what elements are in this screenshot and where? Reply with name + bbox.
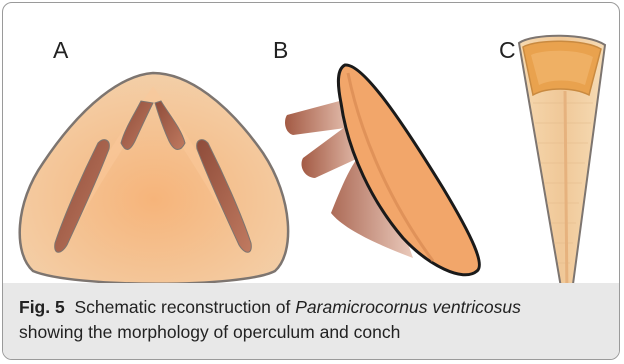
caption-text-intro: Schematic reconstruction of — [74, 297, 290, 317]
figure-illustration — [3, 3, 620, 303]
operculum-drawing — [20, 73, 288, 284]
species-name: Paramicrocornus ventricosus — [295, 297, 521, 317]
operculum-side-drawing — [285, 65, 479, 275]
figure-caption: Fig. 5 Schematic reconstruction of Param… — [19, 295, 609, 345]
figure-number: Fig. 5 — [19, 297, 65, 317]
conch-drawing — [519, 36, 605, 302]
figure-frame: A B C Fig. 5 Schematic reconstruction of… — [2, 2, 620, 360]
panel-label-a: A — [53, 39, 68, 62]
panel-label-c: C — [499, 39, 516, 62]
panel-label-b: B — [273, 39, 288, 62]
caption-text-rest: showing the morphology of operculum and … — [19, 322, 400, 342]
